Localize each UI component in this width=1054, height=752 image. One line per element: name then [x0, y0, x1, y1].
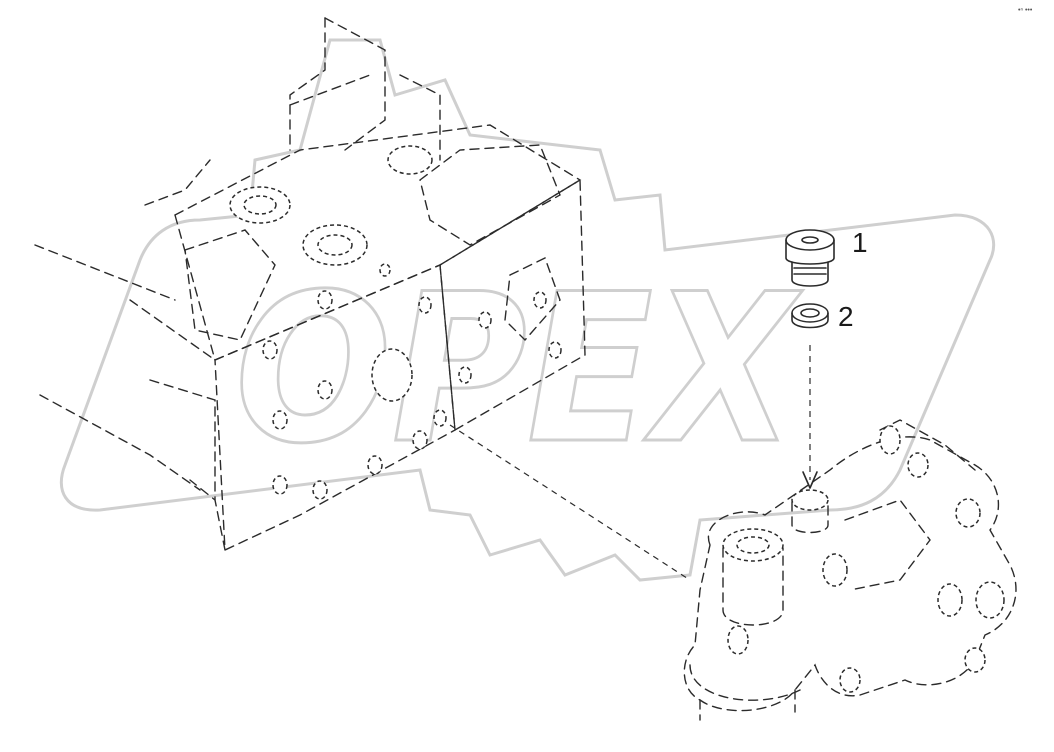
part-gasket-ring: [791, 303, 829, 329]
corner-mark: •ⁿ •••: [1018, 7, 1033, 14]
mounting-leader-line: [449, 424, 691, 581]
valve-housing: [683, 419, 1017, 721]
part-plug: [785, 229, 835, 287]
assembly-leader-lines: [449, 345, 818, 581]
watermark-text: OPEX: [235, 251, 803, 489]
insertion-arrow-icon: [802, 471, 818, 489]
callout-labels: 1 2: [838, 227, 868, 332]
engine-cylinder-head: [34, 17, 586, 552]
callout-2-label: 2: [838, 301, 854, 332]
callout-1-label: 1: [852, 227, 868, 258]
opex-watermark: OPEX: [59, 38, 996, 582]
watermark-gear-outline: [59, 38, 996, 582]
